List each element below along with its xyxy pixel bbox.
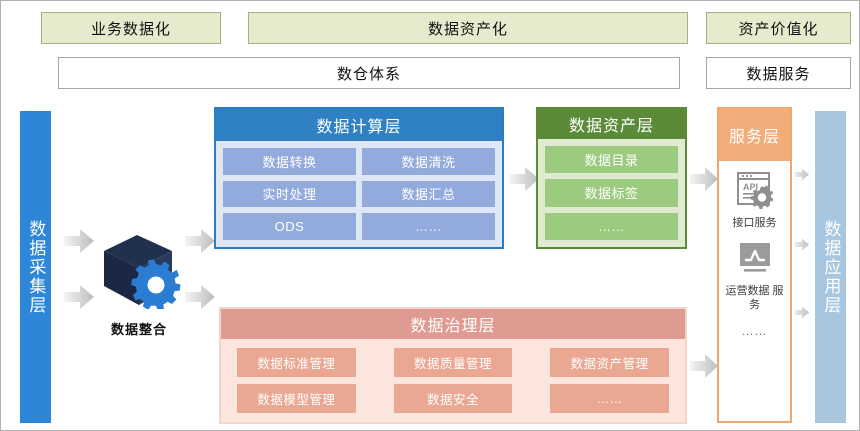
asset-cell[interactable]: 数据目录 <box>545 146 678 174</box>
arrow-asset-to-service <box>690 166 718 192</box>
compute-layer-cells: 数据转换 数据清洗 实时处理 数据汇总 ODS …… <box>216 141 502 247</box>
sidebar-data-application-layer: 数据应用层 <box>815 111 846 423</box>
api-window-icon: API <box>723 169 786 214</box>
phase-box-data-assetization: 数据资产化 <box>248 12 688 44</box>
phase-label: 数据资产化 <box>427 20 508 38</box>
compute-cell[interactable]: 数据转换 <box>223 148 356 175</box>
system-box-data-service: 数据服务 <box>706 57 851 89</box>
compute-cell[interactable]: 数据汇总 <box>362 180 495 208</box>
phase-box-business-datafication: 业务数据化 <box>41 12 221 44</box>
collect-layer-label: 数据采集层 <box>26 219 46 315</box>
phase-label: 业务数据化 <box>90 20 171 38</box>
governance-layer-cells: 数据标准管理 数据质量管理 数据资产管理 数据模型管理 数据安全 …… <box>221 339 685 422</box>
asset-layer-title: 数据资产层 <box>538 109 685 139</box>
governance-cell[interactable]: 数据标准管理 <box>237 348 356 377</box>
cube-gear-icon <box>96 229 182 311</box>
arrow-collect-to-integration-top <box>64 228 94 254</box>
governance-cell[interactable]: 数据安全 <box>393 384 513 413</box>
app-layer-label: 数据应用层 <box>821 219 841 315</box>
arrow-service-to-app-1 <box>795 168 809 181</box>
phase-box-asset-valuation: 资产价值化 <box>706 12 851 44</box>
arrow-service-to-app-3 <box>795 306 809 319</box>
arrow-service-to-app-2 <box>795 238 809 251</box>
compute-layer-title: 数据计算层 <box>216 109 502 141</box>
governance-layer-title: 数据治理层 <box>221 309 685 339</box>
compute-cell[interactable]: 实时处理 <box>223 180 356 208</box>
service-layer-items: API 接口服务 <box>719 161 790 421</box>
system-label: 数据服务 <box>746 65 811 83</box>
service-item-operation-data[interactable]: 运营数据 服务 <box>723 241 786 313</box>
svg-text:API: API <box>743 182 758 192</box>
sidebar-data-collection-layer: 数据采集层 <box>20 111 51 423</box>
monitor-chart-icon <box>723 241 786 282</box>
governance-cell[interactable]: …… <box>550 384 669 413</box>
arrow-compute-to-asset <box>509 166 539 192</box>
system-label: 数仓体系 <box>336 65 401 83</box>
integration-label: 数据整合 <box>110 322 167 337</box>
service-layer-title: 服务层 <box>719 109 790 161</box>
compute-cell[interactable]: ODS <box>223 213 356 240</box>
asset-layer-cells: 数据目录 数据标签 …… <box>538 139 685 247</box>
arrow-integration-to-governance <box>185 284 215 310</box>
phase-label: 资产价值化 <box>738 20 819 38</box>
compute-cell[interactable]: 数据清洗 <box>362 148 495 175</box>
service-item-api[interactable]: API 接口服务 <box>723 169 786 231</box>
asset-cell[interactable]: 数据标签 <box>545 179 678 207</box>
panel-data-compute-layer: 数据计算层 数据转换 数据清洗 实时处理 数据汇总 ODS …… <box>214 107 504 249</box>
arrow-governance-to-service <box>690 353 718 379</box>
governance-cell[interactable]: 数据质量管理 <box>393 348 513 377</box>
service-item-label: 接口服务 <box>732 217 777 229</box>
arrow-collect-to-integration-bottom <box>64 284 94 310</box>
compute-cell[interactable]: …… <box>362 213 495 240</box>
service-item-label: 运营数据 服务 <box>725 284 784 311</box>
governance-cell[interactable]: 数据模型管理 <box>237 384 356 413</box>
panel-data-asset-layer: 数据资产层 数据目录 数据标签 …… <box>536 107 687 249</box>
asset-cell[interactable]: …… <box>545 212 678 240</box>
service-more-dots: …… <box>741 324 768 339</box>
system-box-data-warehouse: 数仓体系 <box>58 57 680 89</box>
arrow-integration-to-compute <box>185 228 215 254</box>
panel-data-governance-layer: 数据治理层 数据标准管理 数据质量管理 数据资产管理 数据模型管理 数据安全 …… <box>219 307 687 424</box>
panel-service-layer: 服务层 API <box>717 107 792 423</box>
governance-cell[interactable]: 数据资产管理 <box>550 348 669 377</box>
